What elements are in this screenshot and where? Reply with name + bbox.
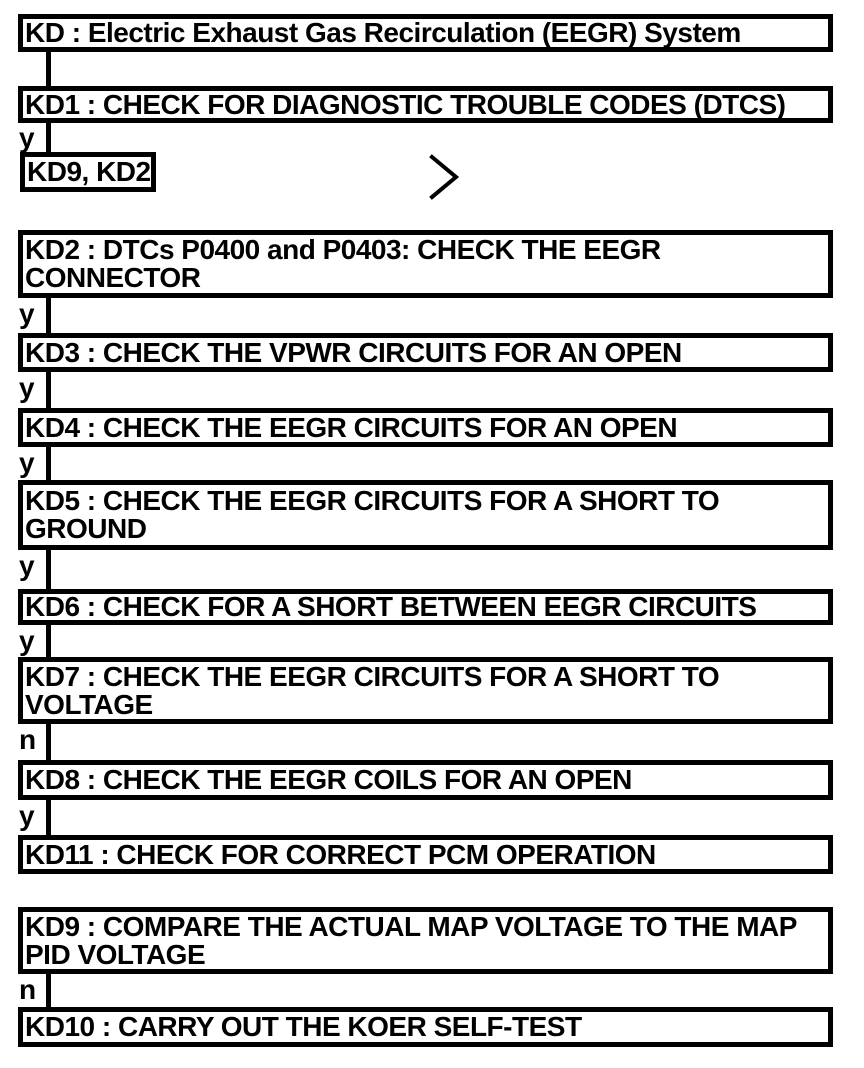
flow-box-kd5[interactable]: KD5 : CHECK THE EEGR CIRCUITS FOR A SHOR…	[18, 480, 833, 550]
flow-box-kd6-text: KD6 : CHECK FOR A SHORT BETWEEN EEGR CIR…	[25, 591, 757, 622]
connector-kd6-kd7	[46, 625, 51, 657]
flow-box-kd10[interactable]: KD10 : CARRY OUT THE KOER SELF-TEST	[18, 1007, 833, 1047]
flow-box-kd11-text: KD11 : CHECK FOR CORRECT PCM OPERATION	[25, 838, 656, 870]
branch-label-kd9-no: n	[19, 974, 37, 1005]
flow-box-kd6[interactable]: KD6 : CHECK FOR A SHORT BETWEEN EEGR CIR…	[18, 589, 833, 625]
connector-kd8-kd11	[46, 800, 51, 835]
branch-label-kd1-yes: y	[19, 122, 35, 153]
flow-box-kd5-text-line1: KD5 : CHECK THE EEGR CIRCUITS FOR A SHOR…	[25, 485, 720, 516]
flow-box-kd5-text-line2: GROUND	[25, 513, 147, 544]
connector-kd3-kd4	[46, 372, 51, 408]
flow-box-kd2[interactable]: KD2 : DTCs P0400 and P0403: CHECK THE EE…	[18, 230, 833, 298]
branch-label-kd7-no: n	[19, 724, 37, 755]
branch-label-kd6-yes: y	[19, 625, 35, 656]
flow-box-kd7[interactable]: KD7 : CHECK THE EEGR CIRCUITS FOR A SHOR…	[18, 657, 833, 724]
flow-box-kd9-text-line2: PID VOLTAGE	[25, 938, 206, 970]
flow-box-kd9-text-line1: KD9 : COMPARE THE ACTUAL MAP VOLTAGE TO …	[25, 910, 797, 942]
connector-kd7-kd8	[46, 724, 51, 760]
flow-box-kd7-text-line1: KD7 : CHECK THE EEGR CIRCUITS FOR A SHOR…	[25, 660, 720, 692]
flow-box-kd[interactable]: KD : Electric Exhaust Gas Recirculation …	[18, 14, 833, 52]
flow-box-kd1-text: KD1 : CHECK FOR DIAGNOSTIC TROUBLE CODES…	[25, 88, 786, 120]
flow-box-kd3[interactable]: KD3 : CHECK THE VPWR CIRCUITS FOR AN OPE…	[18, 333, 833, 372]
chevron-right-icon	[429, 154, 460, 200]
branch-label-kd8-yes: y	[19, 800, 35, 831]
connector-kd9-kd10	[46, 974, 51, 1007]
flow-box-kd9-kd2-text: KD9, KD2	[27, 156, 151, 187]
flow-box-kd8-text: KD8 : CHECK THE EEGR COILS FOR AN OPEN	[25, 764, 632, 795]
flow-box-kd7-text-line2: VOLTAGE	[25, 688, 153, 720]
flow-box-kd10-text: KD10 : CARRY OUT THE KOER SELF-TEST	[25, 1011, 582, 1042]
flow-box-kd4-text: KD4 : CHECK THE EEGR CIRCUITS FOR AN OPE…	[25, 411, 678, 443]
connector-kd4-kd5	[46, 447, 51, 480]
flow-box-kd2-text-line2: CONNECTOR	[25, 262, 201, 293]
branch-label-kd5-yes: y	[19, 550, 35, 581]
connector-kd1-kd9kd2	[46, 123, 51, 152]
flow-box-kd9[interactable]: KD9 : COMPARE THE ACTUAL MAP VOLTAGE TO …	[18, 907, 833, 974]
flow-box-kd9-kd2[interactable]: KD9, KD2	[20, 152, 156, 192]
branch-label-kd4-yes: y	[19, 447, 35, 478]
branch-label-kd2-yes: y	[19, 298, 35, 329]
branch-label-kd3-yes: y	[19, 372, 35, 403]
flow-box-kd2-text-line1: KD2 : DTCs P0400 and P0403: CHECK THE EE…	[25, 234, 661, 265]
flow-box-kd3-text: KD3 : CHECK THE VPWR CIRCUITS FOR AN OPE…	[25, 336, 682, 368]
flow-box-kd-text: KD : Electric Exhaust Gas Recirculation …	[25, 17, 741, 48]
connector-kd5-kd6	[46, 550, 51, 589]
flow-box-kd11[interactable]: KD11 : CHECK FOR CORRECT PCM OPERATION	[18, 835, 833, 874]
flow-box-kd4[interactable]: KD4 : CHECK THE EEGR CIRCUITS FOR AN OPE…	[18, 408, 833, 447]
connector-kd-kd1	[46, 52, 51, 86]
flow-box-kd8[interactable]: KD8 : CHECK THE EEGR COILS FOR AN OPEN	[18, 760, 833, 800]
connector-kd2-kd3	[46, 298, 51, 333]
flow-box-kd1[interactable]: KD1 : CHECK FOR DIAGNOSTIC TROUBLE CODES…	[18, 86, 833, 123]
